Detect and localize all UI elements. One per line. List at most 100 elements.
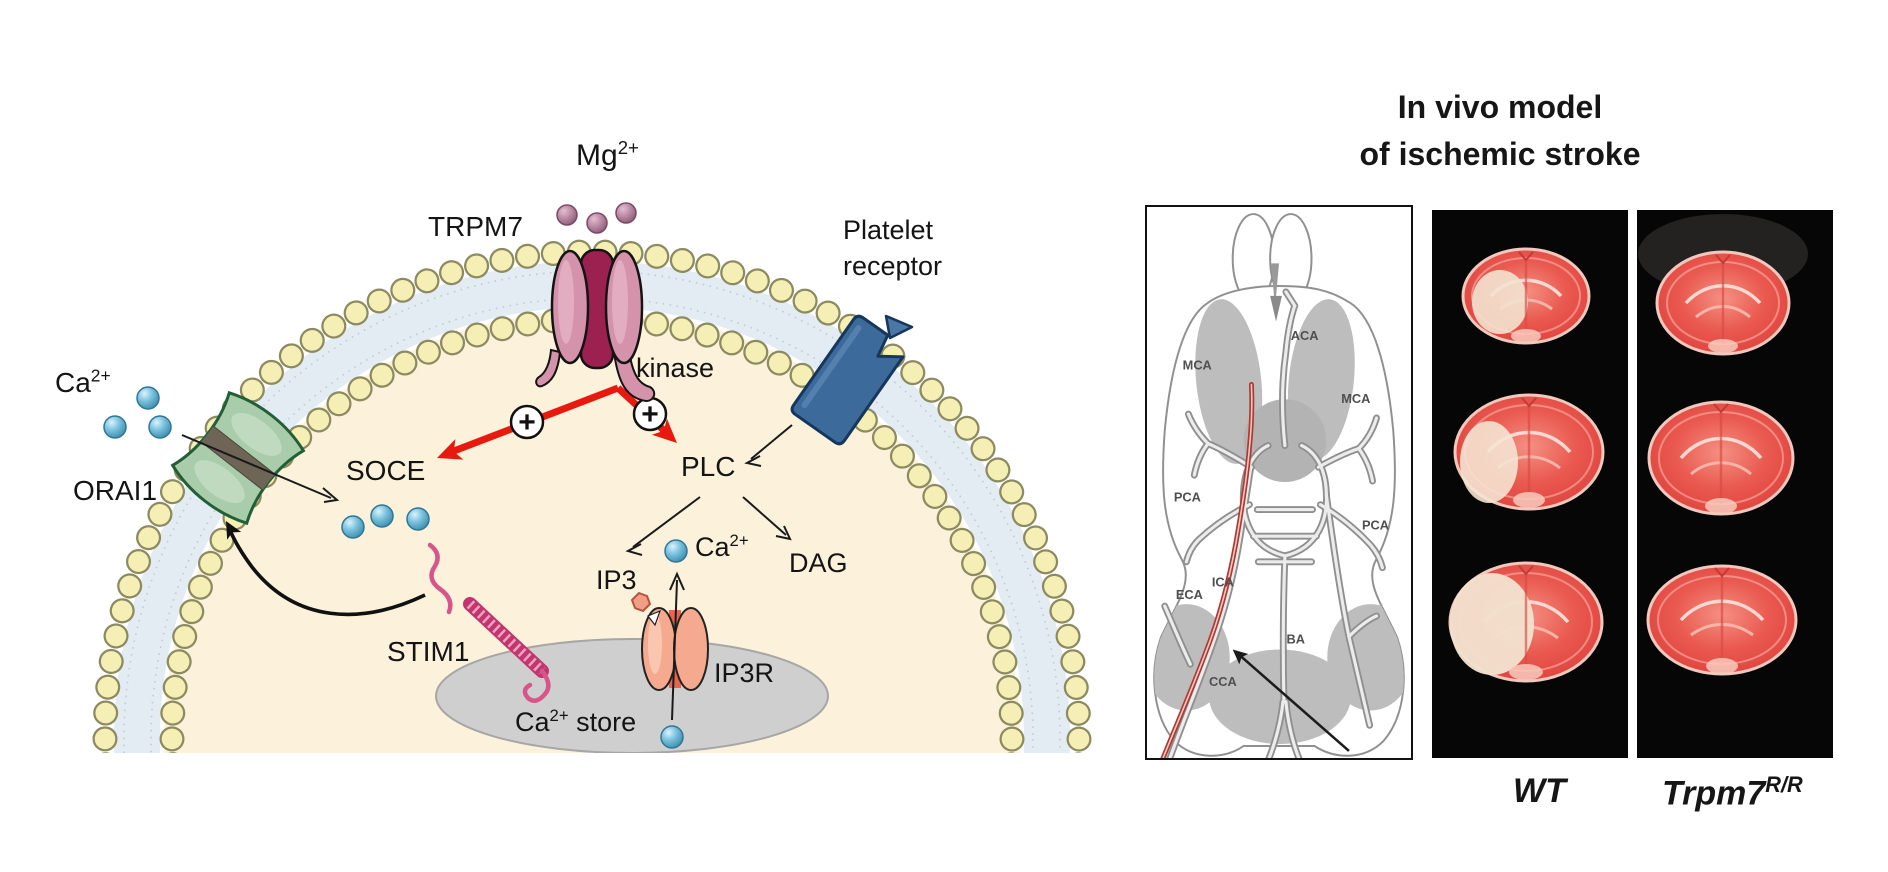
ip3-binding-notch xyxy=(647,609,662,627)
ca-base: Ca xyxy=(695,532,730,562)
trpm7-brain-slices xyxy=(1638,214,1808,676)
outer-head-row xyxy=(94,241,1090,753)
infarct-region xyxy=(1450,573,1534,675)
ip3r-channel xyxy=(641,607,709,691)
plus-badge-soce: + xyxy=(509,404,545,440)
ba-label: BA xyxy=(1287,632,1305,647)
ca-sup: 2+ xyxy=(729,531,749,550)
ca-base: Ca xyxy=(515,707,550,737)
trpm7-text: TRPM7 xyxy=(428,211,523,242)
calcium-ion-released xyxy=(664,539,688,563)
soce-text: SOCE xyxy=(346,455,426,486)
soce-label: SOCE xyxy=(346,456,425,485)
plus-badge-plc: + xyxy=(632,396,668,432)
trpm7-mutant-base: Trpm7 xyxy=(1662,774,1766,813)
receptor-to-plc-arrowhead xyxy=(744,455,762,467)
calcium-ions-soce xyxy=(341,504,430,539)
magnesium-ions xyxy=(556,202,637,234)
platelet-receptor-shape xyxy=(790,314,914,446)
orai1-label: ORAI1 xyxy=(73,476,157,505)
infarct-region xyxy=(1472,270,1528,334)
brain-slice xyxy=(1647,400,1795,516)
mca-right-label: MCA xyxy=(1341,391,1370,406)
ca-released-label: Ca2+ xyxy=(695,531,749,562)
calcium-ions-extracellular xyxy=(103,386,172,439)
filament-pointer-arrow xyxy=(1232,649,1350,752)
vasculature-diagram: ACA MCA MCA PCA PCA ICA ECA BA CCA xyxy=(1153,213,1405,758)
plc-to-ip3-arrow xyxy=(632,496,701,548)
brain-slice xyxy=(1646,564,1798,676)
orai1-text: ORAI1 xyxy=(73,475,158,506)
ca-store-label: Ca2+ store xyxy=(515,706,637,737)
mca-territory-left xyxy=(1195,299,1263,464)
aca-label: ACA xyxy=(1291,328,1319,343)
store-text: store xyxy=(568,707,637,737)
store-release-arrow xyxy=(669,571,685,721)
brain-slice xyxy=(1655,250,1791,356)
plc-to-dag-arrowhead xyxy=(775,525,792,541)
cell-pathway-diagram: + + xyxy=(92,202,1092,753)
plus-sign: + xyxy=(518,406,536,439)
stim1-bottom-tail xyxy=(522,668,551,703)
ip3r-label: IP3R xyxy=(714,659,774,687)
kinase-text: kinase xyxy=(636,353,715,383)
thin-arrows xyxy=(625,424,793,556)
ip3-label: IP3 xyxy=(596,566,637,594)
panel-title: In vivo model of ischemic stroke xyxy=(1330,84,1670,178)
stim1-label: STIM1 xyxy=(387,637,469,666)
wt-text: WT xyxy=(1513,772,1566,810)
ca-sup: 2+ xyxy=(90,365,111,386)
platelet-line2: receptor xyxy=(843,251,943,281)
cca-label: CCA xyxy=(1209,674,1237,689)
trpm7-left-tail xyxy=(535,348,562,388)
ca-extracellular-label: Ca2+ xyxy=(55,365,111,398)
pca-right-label: PCA xyxy=(1362,517,1389,532)
ip3-text: IP3 xyxy=(596,565,637,595)
vasculature-box: ACA MCA MCA PCA PCA ICA ECA BA CCA xyxy=(1145,205,1413,760)
wt-brain-slices xyxy=(1448,247,1605,683)
occluding-filament xyxy=(1160,382,1255,758)
platelet-line1: Platelet xyxy=(843,215,934,245)
mca-left-label: MCA xyxy=(1183,358,1212,373)
wt-brain-panel xyxy=(1432,210,1628,758)
inner-head-row xyxy=(161,308,1023,753)
vessel-labels: ACA MCA MCA PCA PCA ICA ECA BA CCA xyxy=(1174,328,1389,689)
trpm7-channel xyxy=(535,248,656,403)
lipid-tail-hatch-inner xyxy=(150,297,1034,753)
eca-label: ECA xyxy=(1176,587,1203,602)
ip3-molecule xyxy=(631,592,651,612)
ica-label: ICA xyxy=(1212,574,1234,589)
stim1-coil-rungs xyxy=(466,600,546,675)
dag-label: DAG xyxy=(789,549,848,577)
trpm7-label: TRPM7 xyxy=(428,212,523,241)
brain-slice xyxy=(1461,247,1591,345)
pca-left-label: PCA xyxy=(1174,490,1201,505)
trpm7-brain-panel xyxy=(1637,210,1833,758)
plc-label: PLC xyxy=(681,452,735,481)
plc-text: PLC xyxy=(681,451,736,482)
stim1-text: STIM1 xyxy=(387,636,470,667)
plc-to-dag-arrow xyxy=(742,496,787,536)
platelet-receptor-label: Platelet receptor xyxy=(843,212,942,284)
title-line1: In vivo model xyxy=(1397,89,1603,125)
ip3r-text: IP3R xyxy=(714,658,775,688)
kinase-activation-arrows: + + xyxy=(437,384,677,460)
title-line2: of ischemic stroke xyxy=(1359,136,1641,172)
plc-to-ip3-arrowhead xyxy=(625,543,643,556)
red-arrowhead-soce xyxy=(437,439,464,460)
mg-sup: 2+ xyxy=(617,137,639,158)
ca-sup: 2+ xyxy=(549,706,569,725)
ca-base: Ca xyxy=(55,367,91,398)
receptor-to-plc-arrow xyxy=(750,424,793,460)
infarct-region xyxy=(1460,421,1518,503)
red-arrowhead-plc xyxy=(651,418,677,443)
calcium-ion-store xyxy=(660,725,684,749)
stim1-to-orai1-arrow xyxy=(226,521,426,617)
brain-slice xyxy=(1448,561,1604,683)
stim1-protein xyxy=(427,542,551,703)
trpm7-mutant-label: Trpm7R/R xyxy=(1662,772,1803,813)
mg-base: Mg xyxy=(576,139,618,172)
wt-label: WT xyxy=(1513,772,1566,811)
interbulb-fissure xyxy=(1271,263,1279,308)
